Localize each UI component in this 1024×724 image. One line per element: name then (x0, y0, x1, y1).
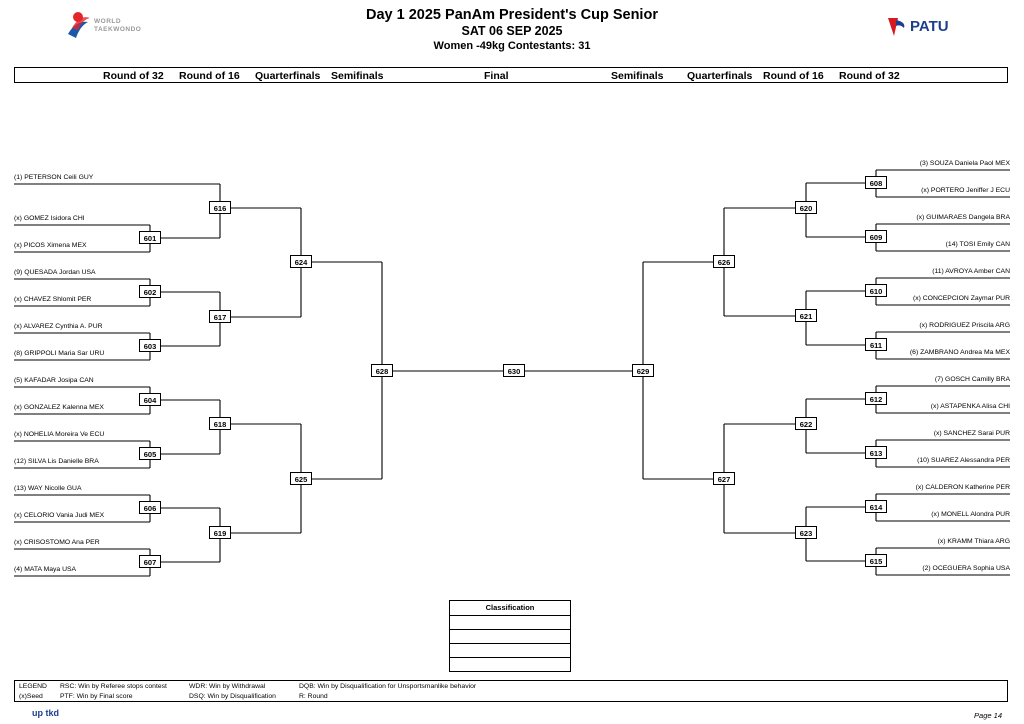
athlete-right-8: (6) ZAMBRANO Andrea Ma MEX (909, 349, 1010, 356)
athlete-right-12: (10) SUAREZ Alessandra PER (917, 457, 1010, 464)
round-label-left-r16: Round of 16 (179, 70, 240, 82)
match-box-629[interactable]: 629 (632, 364, 654, 377)
classification-row (450, 644, 570, 658)
wt-logo-text-2: TAEKWONDO (94, 26, 142, 33)
athlete-left-6: (x) ALVAREZ Cynthia A. PUR (14, 323, 103, 330)
athlete-left-5: (x) CHAVEZ Shlomit PER (14, 296, 92, 303)
legend-seed: (x)Seed (19, 693, 43, 700)
athlete-left-15: (4) MATA Maya USA (14, 566, 77, 573)
athlete-left-13: (x) CELORIO Vania Judi MEX (14, 512, 105, 519)
match-box-617[interactable]: 617 (209, 310, 231, 323)
athlete-left-12: (13) WAY Nicolle GUA (14, 485, 82, 492)
round-label-left-sf: Semifinals (331, 70, 384, 82)
round-label-left-qf: Quarterfinals (255, 70, 321, 82)
legend-round: R: Round (299, 693, 328, 700)
match-box-604[interactable]: 604 (139, 393, 161, 406)
athlete-left-1: (1) PETERSON Ceili GUY (14, 174, 94, 181)
patu-emblem-icon (888, 18, 905, 36)
legend-dsq: DSQ: Win by Disqualification (189, 693, 276, 700)
event-date: SAT 06 SEP 2025 (461, 24, 563, 38)
legend-ptf: PTF: Win by Final score (60, 693, 133, 700)
round-label-final: Final (484, 70, 509, 82)
match-box-609[interactable]: 609 (865, 230, 887, 243)
athlete-left-3: (x) PICOS Ximena MEX (14, 242, 87, 249)
match-box-627[interactable]: 627 (713, 472, 735, 485)
wt-logo-text-1: WORLD (94, 18, 122, 25)
athlete-right-13: (x) CALDERON Katherine PER (915, 484, 1010, 491)
page-title: Day 1 2025 PanAm President's Cup Senior (366, 7, 658, 23)
classification-title: Classification (450, 601, 570, 616)
athlete-right-15: (x) KRAMM Thiara ARG (937, 538, 1010, 545)
classification-row (450, 616, 570, 630)
athlete-left-2: (x) GOMEZ Isidora CHI (14, 215, 85, 222)
match-box-608[interactable]: 608 (865, 176, 887, 189)
match-box-610[interactable]: 610 (865, 284, 887, 297)
match-box-620[interactable]: 620 (795, 201, 817, 214)
athlete-right-6: (x) CONCEPCION Zaymar PUR (912, 295, 1010, 302)
athlete-right-3: (x) GUIMARAES Dangela BRA (916, 214, 1010, 221)
athlete-right-9: (7) GOSCH Camilly BRA (934, 376, 1010, 383)
athlete-right-11: (x) SANCHEZ Sarai PUR (933, 430, 1010, 437)
match-box-626[interactable]: 626 (713, 255, 735, 268)
match-box-611[interactable]: 611 (865, 338, 887, 351)
athlete-right-14: (x) MONELL Alondra PUR (931, 511, 1010, 518)
match-box-623[interactable]: 623 (795, 526, 817, 539)
match-box-622[interactable]: 622 (795, 417, 817, 430)
match-box-616[interactable]: 616 (209, 201, 231, 214)
round-label-right-r32: Round of 32 (839, 70, 900, 82)
athlete-right-16: (2) OCEGUERA Sophia USA (922, 565, 1010, 572)
athlete-left-11: (12) SILVA Lis Danielle BRA (14, 458, 99, 465)
round-label-right-qf: Quarterfinals (687, 70, 753, 82)
legend: LEGEND (x)Seed RSC: Win by Referee stops… (14, 680, 1008, 702)
world-taekwondo-emblem-icon (68, 12, 90, 38)
patu-logo-text: PATU (910, 18, 949, 35)
match-box-619[interactable]: 619 (209, 526, 231, 539)
athlete-left-14: (x) CRISOSTOMO Ana PER (14, 539, 100, 546)
athlete-right-5: (11) AVROYA Amber CAN (932, 268, 1010, 275)
classification-row (450, 658, 570, 671)
world-taekwondo-logo: WORLD TAEKWONDO (66, 8, 156, 44)
category-info: Women -49kg Contestants: 31 (433, 40, 591, 52)
legend-dqb: DQB: Win by Disqualification for Unsport… (299, 683, 477, 690)
athlete-left-8: (5) KAFADAR Josipa CAN (14, 377, 94, 384)
match-box-605[interactable]: 605 (139, 447, 161, 460)
match-box-630[interactable]: 630 (503, 364, 525, 377)
athlete-left-9: (x) GONZALEZ Kalenna MEX (14, 404, 104, 411)
footer-logo: up tkd (32, 708, 59, 718)
athlete-right-4: (14) TOSI Emily CAN (945, 241, 1010, 248)
patu-logo: PATU (884, 14, 964, 40)
round-label-left-r32: Round of 32 (103, 70, 164, 82)
athlete-left-10: (x) NOHELIA Moreira Ve ECU (14, 431, 105, 438)
match-box-624[interactable]: 624 (290, 255, 312, 268)
legend-rsc: RSC: Win by Referee stops contest (60, 683, 167, 690)
round-label-right-sf: Semifinals (611, 70, 664, 82)
classification-row (450, 630, 570, 644)
match-box-628[interactable]: 628 (371, 364, 393, 377)
match-box-621[interactable]: 621 (795, 309, 817, 322)
page-number: Page 14 (974, 711, 1002, 720)
legend-label: LEGEND (19, 683, 47, 690)
athlete-right-7: (x) RODRIGUEZ Priscila ARG (919, 322, 1010, 329)
match-box-625[interactable]: 625 (290, 472, 312, 485)
match-box-612[interactable]: 612 (865, 392, 887, 405)
legend-wdr: WDR: Win by Withdrawal (189, 683, 266, 690)
athlete-right-2: (x) PORTERO Jeniffer J ECU (921, 187, 1010, 194)
round-label-right-r16: Round of 16 (763, 70, 824, 82)
athlete-right-10: (x) ASTAPENKA Alisa CHI (930, 403, 1010, 410)
match-box-601[interactable]: 601 (139, 231, 161, 244)
match-box-618[interactable]: 618 (209, 417, 231, 430)
match-box-606[interactable]: 606 (139, 501, 161, 514)
match-box-602[interactable]: 602 (139, 285, 161, 298)
athlete-left-4: (9) QUESADA Jordan USA (14, 269, 96, 276)
match-box-607[interactable]: 607 (139, 555, 161, 568)
athlete-left-7: (8) GRIPPOLI Maria Sar URU (14, 350, 105, 357)
match-box-603[interactable]: 603 (139, 339, 161, 352)
match-box-613[interactable]: 613 (865, 446, 887, 459)
header: Day 1 2025 PanAm President's Cup Senior … (0, 7, 1024, 53)
athlete-right-1: (3) SOUZA Daniela Paol MEX (919, 160, 1010, 167)
match-box-614[interactable]: 614 (865, 500, 887, 513)
classification-table: Classification (449, 600, 571, 672)
match-box-615[interactable]: 615 (865, 554, 887, 567)
rounds-header: Round of 32 Round of 16 Quarterfinals Se… (14, 67, 1008, 83)
